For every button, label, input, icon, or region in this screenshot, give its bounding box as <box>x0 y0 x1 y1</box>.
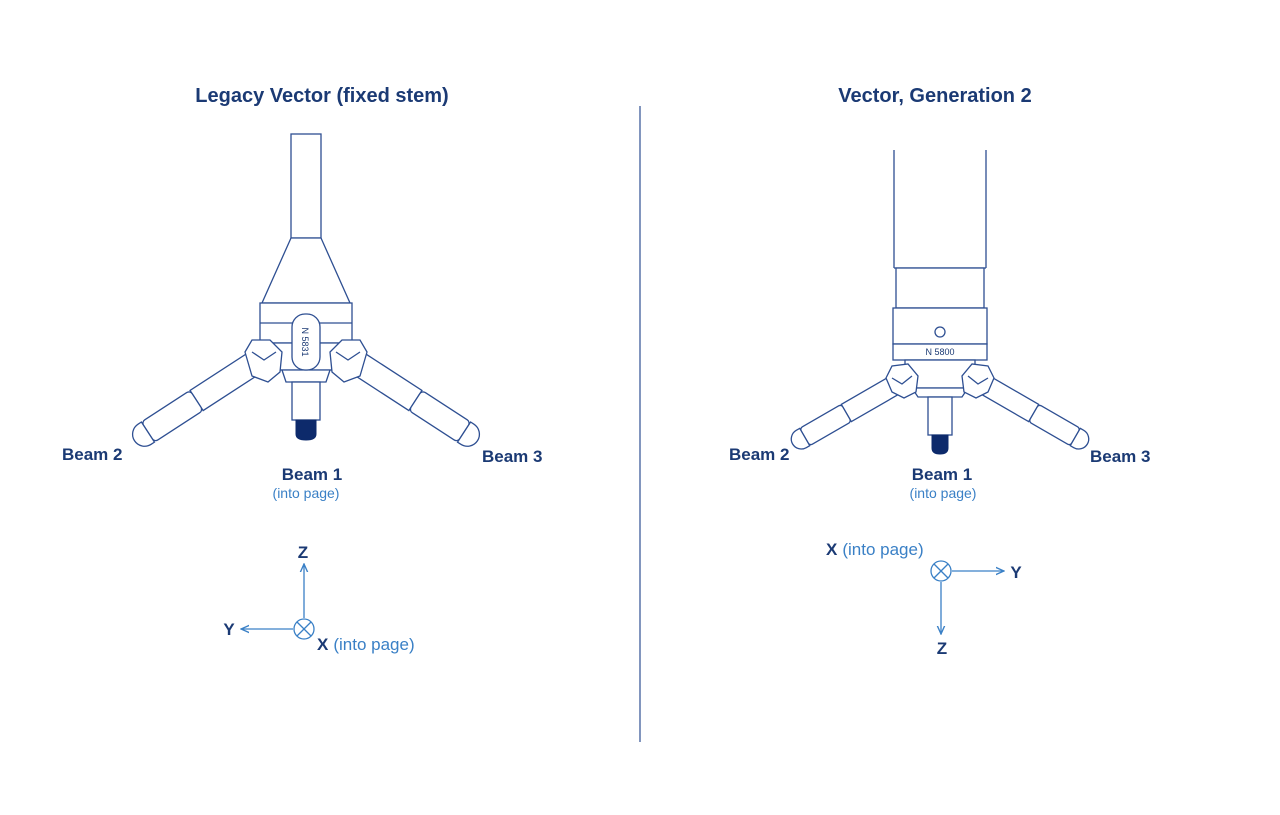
right-beam3-arm <box>974 372 1090 450</box>
left-panel: Legacy Vector (fixed stem) <box>62 85 542 654</box>
left-beam3-arm <box>342 347 481 447</box>
right-panel: Vector, Generation 2 N 5800 <box>729 85 1150 658</box>
left-beam1-note: (into page) <box>273 485 340 501</box>
left-stem <box>290 133 322 239</box>
right-x-into-page-icon <box>930 560 952 582</box>
right-x-label: X(into page) <box>826 540 924 559</box>
left-beam2-label: Beam 2 <box>62 445 122 464</box>
right-head-port <box>934 326 946 338</box>
left-x-into-page-icon <box>293 618 315 640</box>
left-beam1-label: Beam 1 <box>282 465 342 484</box>
left-beam3-label: Beam 3 <box>482 447 542 466</box>
left-beam1-tip <box>295 419 317 441</box>
right-head <box>892 307 988 345</box>
left-beam1-body <box>291 381 321 421</box>
legacy-vector-probe: N 5831 <box>131 133 481 447</box>
right-beam3-nut <box>961 363 995 399</box>
right-beam1-note: (into page) <box>910 485 977 501</box>
right-axis-triad: X(into page) Y Z <box>826 540 1022 658</box>
left-beam2-arm <box>131 347 270 447</box>
right-beam2-nut <box>885 363 919 399</box>
right-title: Vector, Generation 2 <box>838 85 1031 107</box>
right-z-label: Z <box>937 639 947 658</box>
left-y-label: Y <box>223 620 235 639</box>
right-beam1-body <box>927 396 953 436</box>
left-beam3-nut <box>329 339 368 383</box>
left-cone <box>260 237 352 304</box>
left-x-label: X(into page) <box>317 635 415 654</box>
right-housing <box>895 267 985 309</box>
right-y-label: Y <box>1010 563 1022 582</box>
left-z-label: Z <box>298 543 308 562</box>
right-beam2-arm <box>790 372 906 450</box>
gen2-vector-probe: N 5800 <box>790 150 1090 455</box>
right-beam1-tip <box>931 434 949 455</box>
right-beam2-label: Beam 2 <box>729 445 789 464</box>
left-title: Legacy Vector (fixed stem) <box>195 85 448 107</box>
right-beam1-label: Beam 1 <box>912 465 972 484</box>
right-beam3-label: Beam 3 <box>1090 447 1150 466</box>
left-axis-triad: Z Y X(into page) <box>223 543 414 654</box>
left-serial: N 5831 <box>300 327 310 356</box>
right-serial: N 5800 <box>925 347 954 357</box>
left-serial-plate <box>291 313 321 371</box>
left-beam2-nut <box>244 339 283 383</box>
